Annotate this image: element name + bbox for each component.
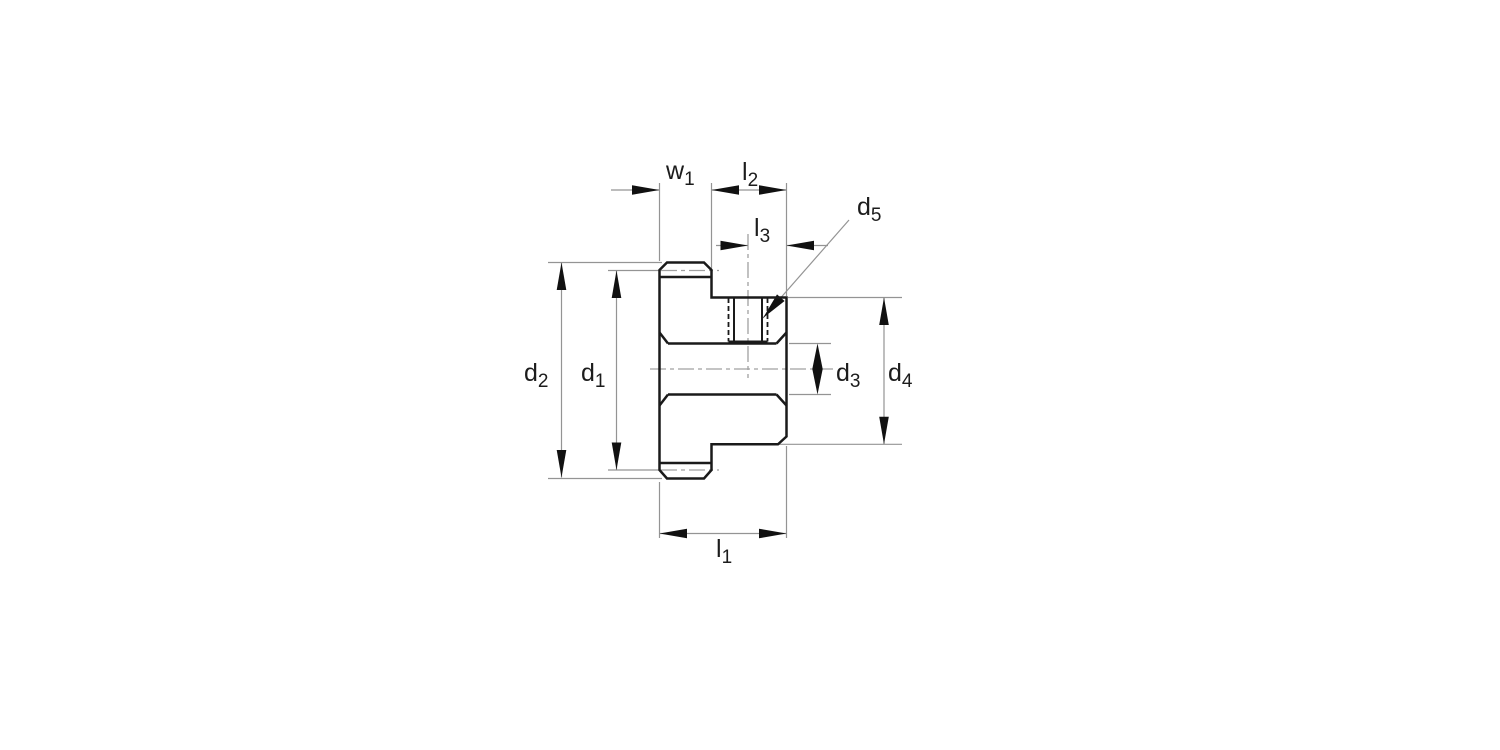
arrow-l2-left (711, 185, 739, 195)
label-d3: d3 (836, 359, 860, 392)
labels-group: w1 l2 l3 d5 d2 d1 d3 d4 l1 (524, 157, 913, 568)
arrow-d1-top (611, 270, 622, 298)
gear-tooth-bottom (658, 463, 713, 480)
arrow-d1-bottom (611, 442, 622, 470)
bore-chamfer-top-left (658, 331, 669, 345)
arrow-l1-right (759, 528, 787, 539)
arrow-l2-right (759, 185, 787, 195)
arrow-d2-top (556, 262, 567, 290)
part-body-group (658, 261, 788, 480)
label-l3: l3 (754, 214, 770, 247)
bore-chamfer-bottom-right (775, 393, 788, 407)
gear-hub-right-profile (710, 277, 788, 463)
arrowheads-group (556, 185, 889, 539)
arrow-d3-top (812, 343, 823, 369)
arrow-d5-leader (763, 294, 785, 318)
arrow-d2-bottom (556, 450, 567, 478)
label-l1: l1 (716, 535, 732, 568)
centerlines-group (650, 234, 833, 471)
label-d2: d2 (524, 359, 548, 392)
bore-chamfer-top-right (775, 331, 788, 345)
bore-group (658, 331, 788, 407)
arrow-w1-left (632, 185, 660, 195)
bore-chamfer-bottom-left (658, 393, 669, 407)
label-d4: d4 (888, 359, 913, 392)
arrow-l3-right (786, 240, 814, 251)
gear-tooth-top (658, 261, 713, 277)
label-d5: d5 (857, 193, 881, 226)
arrow-d4-bottom (879, 416, 889, 445)
label-d1: d1 (581, 359, 605, 392)
arrow-d3-bottom (812, 369, 823, 395)
setscrew-hole-group (727, 298, 769, 343)
label-l2: l2 (742, 158, 758, 191)
arrow-l1-left (659, 528, 687, 539)
label-w1: w1 (665, 157, 695, 190)
arrow-l3-left (720, 240, 748, 251)
arrow-d4-top (879, 297, 889, 325)
